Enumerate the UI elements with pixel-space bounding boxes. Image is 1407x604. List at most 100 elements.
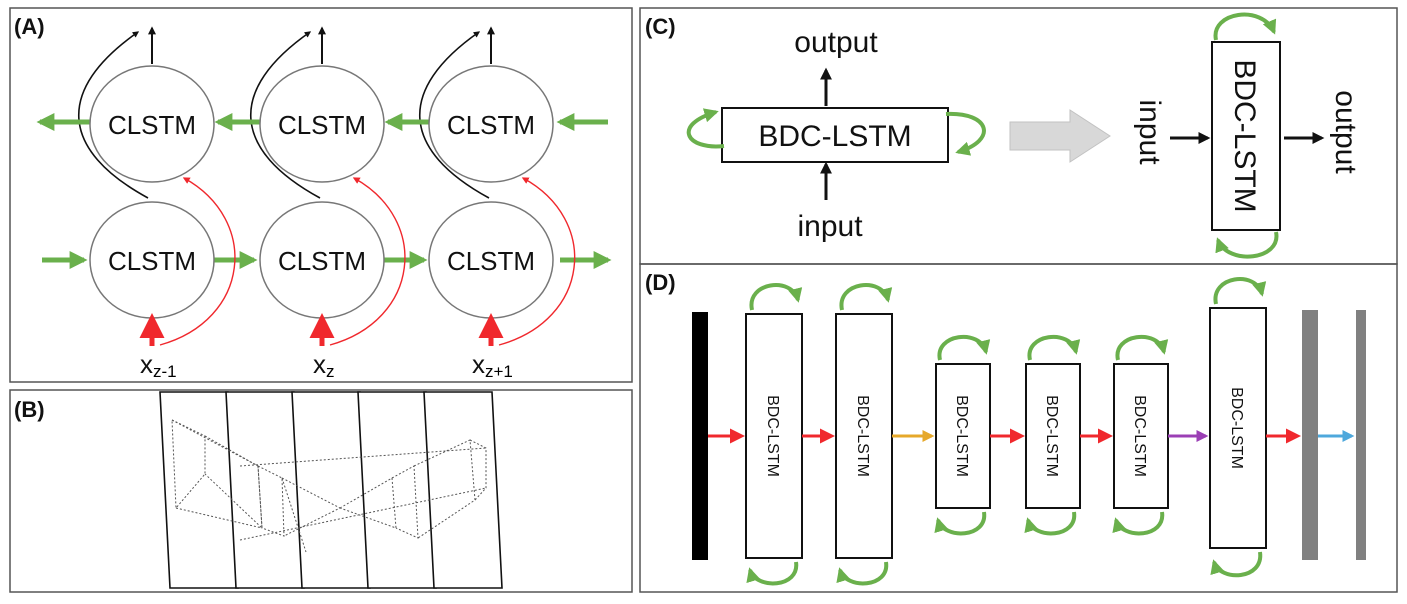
bdc-lstm-block-3: BDC-LSTM	[935, 363, 991, 509]
block-box	[1113, 363, 1169, 509]
loop-top-3	[937, 334, 991, 361]
loop-bottom-4	[1024, 511, 1077, 536]
panel-b-border	[9, 389, 633, 593]
clstm-label: CLSTM	[108, 110, 196, 140]
loop-bottom-5	[1112, 511, 1165, 536]
output-label: output	[794, 26, 878, 59]
panel-c: (C) BDC-LSTM output input BDC-LSTM input…	[639, 7, 1398, 265]
panel-b: (B)	[9, 389, 633, 593]
input-label-3: xz+1	[472, 349, 513, 381]
input-label: input	[1133, 99, 1166, 165]
panel-c-label: (C)	[645, 14, 676, 39]
input-skip-1	[159, 177, 236, 346]
output-label: output	[1329, 90, 1362, 174]
panel-c-right-loops	[1213, 12, 1279, 259]
panel-d-loops	[746, 277, 1267, 586]
bdc-lstm-box	[721, 107, 949, 163]
loop-top-6	[1213, 277, 1267, 305]
loop-top-4	[1027, 334, 1081, 361]
clstm-label: CLSTM	[447, 110, 535, 140]
block-box	[745, 313, 803, 559]
frustum-3	[338, 477, 397, 529]
recurrent-loop-right	[945, 111, 986, 156]
bdc-lstm-label: BDC-LSTM	[1228, 59, 1261, 212]
clstm-node-top-3: CLSTM	[428, 65, 554, 183]
input-label-2: xz	[313, 349, 335, 381]
frustum-1	[171, 419, 206, 510]
bdc-lstm-horizontal: BDC-LSTM	[721, 107, 949, 163]
bdc-lstm-block-4: BDC-LSTM	[1025, 363, 1081, 509]
recurrent-loop-bottom	[1215, 231, 1279, 259]
frustum-4-edges	[469, 439, 487, 501]
image-slice-1	[159, 391, 239, 589]
loop-bottom-3	[934, 511, 987, 536]
clstm-node-bottom-3: CLSTM	[428, 201, 554, 319]
output-feature-bar	[1302, 310, 1318, 560]
panel-a-border	[9, 7, 633, 383]
bdc-lstm-block-1: BDC-LSTM	[745, 313, 803, 559]
input-skip-2	[329, 177, 406, 346]
bdc-lstm-vertical: BDC-LSTM	[1211, 41, 1281, 231]
bottom-row-nodes: CLSTM CLSTM CLSTM	[89, 201, 554, 319]
panel-c-left-loops	[686, 108, 986, 156]
loop-bottom-1	[746, 561, 799, 586]
image-slices	[159, 391, 503, 589]
frustum-3-edges	[391, 465, 419, 539]
clstm-node-bottom-2: CLSTM	[259, 201, 385, 319]
loop-top-5	[1115, 334, 1169, 361]
panel-a-outputs	[148, 26, 495, 64]
clstm-label: CLSTM	[108, 246, 196, 276]
block-label: BDC-LSTM	[1131, 395, 1148, 477]
panel-b-label: (B)	[14, 397, 45, 422]
panel-d: (D) BDC-LSTM BDC-LSTM BDC-LSTM BDC-LSTM …	[639, 263, 1398, 593]
clstm-node-top-1: CLSTM	[89, 65, 215, 183]
block-box	[1025, 363, 1081, 509]
skip-connection-1	[77, 31, 149, 199]
input-skip-3	[498, 177, 576, 346]
image-slice-3	[291, 391, 371, 589]
top-row-nodes: CLSTM CLSTM CLSTM	[89, 65, 554, 183]
panel-a-input-arrows	[139, 313, 504, 346]
panel-d-border	[639, 263, 1398, 593]
panel-a-input-skips	[159, 177, 576, 346]
block-label: BDC-LSTM	[1043, 395, 1060, 477]
image-slice-2	[225, 391, 305, 589]
bdc-lstm-block-2: BDC-LSTM	[835, 313, 893, 559]
output-prediction-bar	[1356, 310, 1366, 560]
frustum-2	[257, 465, 285, 537]
input-label: input	[797, 210, 863, 243]
block-box	[935, 363, 991, 509]
image-slice-4	[357, 391, 437, 589]
block-box	[835, 313, 893, 559]
input-image-bar	[692, 312, 708, 560]
clstm-label: CLSTM	[447, 246, 535, 276]
clstm-label: CLSTM	[278, 110, 366, 140]
frustum-1-edges	[171, 419, 263, 529]
block-box	[1209, 307, 1267, 549]
image-slice-5	[423, 391, 503, 589]
input-label-1: xz-1	[140, 349, 177, 381]
bdc-lstm-label: BDC-LSTM	[758, 120, 911, 153]
loop-bottom-2	[836, 561, 889, 586]
panel-a-input-labels: xz-1 xz xz+1	[140, 349, 513, 381]
bdc-lstm-block-5: BDC-LSTM	[1113, 363, 1169, 509]
clstm-node-top-2: CLSTM	[259, 65, 385, 183]
skip-connection-2	[249, 31, 321, 199]
recurrent-loop-left	[686, 108, 725, 149]
clstm-label: CLSTM	[278, 246, 366, 276]
recurrent-loop-top	[1213, 12, 1277, 41]
frustum-4	[413, 439, 476, 539]
panel-d-label: (D)	[645, 270, 676, 295]
transform-arrow	[1009, 109, 1111, 163]
bdc-lstm-box	[1211, 41, 1281, 231]
block-label: BDC-LSTM	[854, 395, 871, 477]
loop-top-1	[749, 283, 803, 311]
loop-bottom-6	[1210, 551, 1263, 578]
block-label: BDC-LSTM	[1228, 387, 1245, 469]
panel-a-label: (A)	[14, 14, 45, 39]
bdc-lstm-block-6: BDC-LSTM	[1209, 307, 1267, 549]
loop-top-2	[839, 283, 893, 311]
clstm-node-bottom-1: CLSTM	[89, 201, 215, 319]
projection-lines	[171, 419, 487, 553]
